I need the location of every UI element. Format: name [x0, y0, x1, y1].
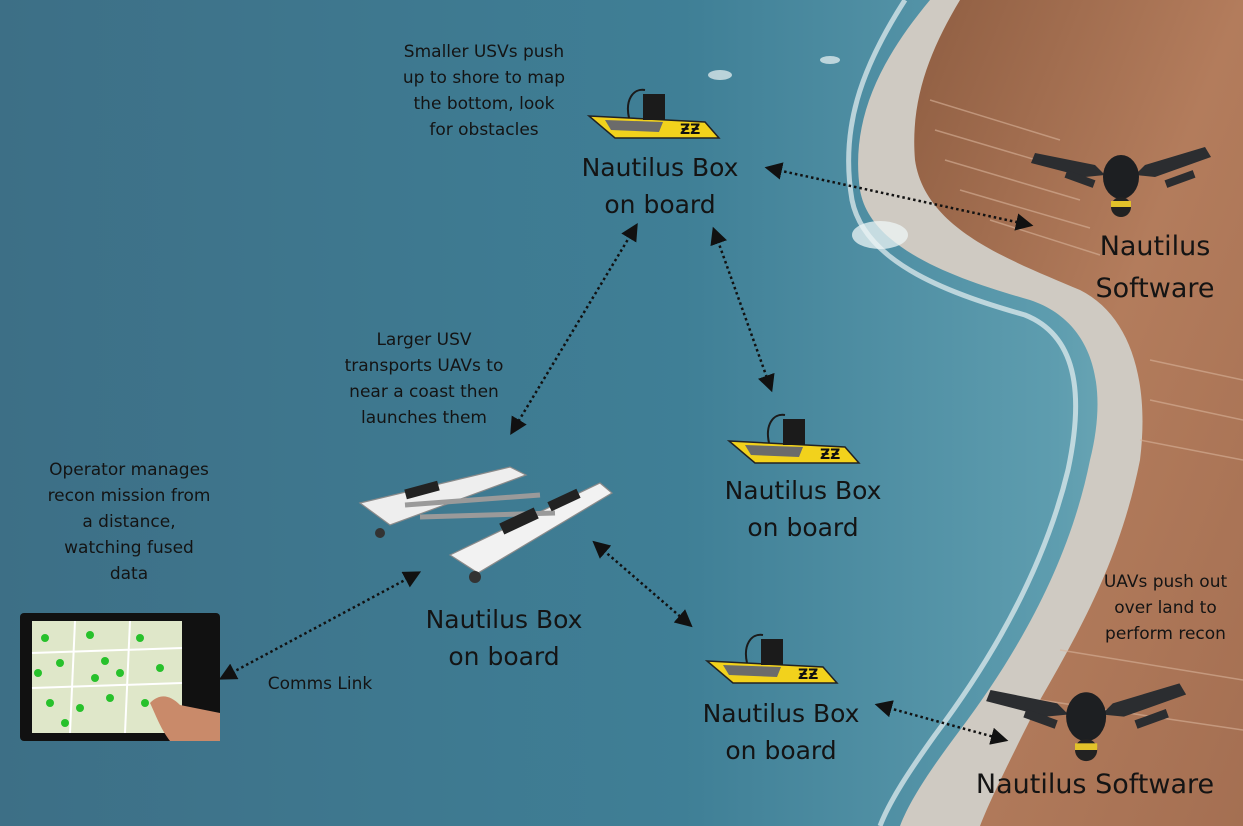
- box-mid-label: Nautilus Box on board: [703, 472, 903, 546]
- box-top-label: Nautilus Box on board: [560, 149, 760, 223]
- caption-line: over land to: [1114, 598, 1217, 618]
- label-line: Nautilus Box: [581, 153, 739, 182]
- caption-line: data: [109, 564, 149, 584]
- small-usv-boat-icon: ƵƵ: [586, 88, 721, 139]
- label-line: Nautilus Box: [724, 476, 882, 505]
- svg-text:ƵƵ: ƵƵ: [820, 447, 840, 463]
- larger-usv-caption: Larger USV transports UAVs to near a coa…: [328, 327, 520, 431]
- label-line: on board: [448, 642, 560, 671]
- label-line: Software: [1095, 273, 1215, 304]
- svg-text:ƵƵ: ƵƵ: [680, 122, 700, 138]
- link-box-top-to-catamaran: [510, 223, 638, 435]
- caption-line: for obstacles: [429, 120, 539, 140]
- caption-line: Larger USV: [376, 330, 472, 350]
- svg-text:ƵƵ: ƵƵ: [798, 667, 818, 683]
- box-catamaran-label: Nautilus Box on board: [404, 601, 604, 675]
- small-usv-boat-icon: ƵƵ: [704, 633, 839, 684]
- caption-line: launches them: [361, 408, 487, 428]
- label-line: on board: [747, 513, 859, 542]
- software-bottom-label: Nautilus Software: [975, 769, 1215, 800]
- caption-line: near a coast then: [349, 382, 499, 402]
- caption-line: perform recon: [1105, 624, 1226, 644]
- caption-line: Smaller USVs push: [403, 42, 565, 62]
- caption-line: UAVs push out: [1103, 572, 1228, 592]
- operator-caption: Operator manages recon mission from a di…: [24, 457, 234, 587]
- software-top-label: Nautilus Software: [1080, 226, 1230, 310]
- quadcopter-drone-icon: [1031, 147, 1211, 217]
- small-usv-boat-icon: ƵƵ: [726, 413, 861, 464]
- uav-push-caption: UAVs push out over land to perform recon: [1088, 569, 1243, 647]
- label-line: on board: [725, 736, 837, 765]
- caption-line: Operator manages: [49, 460, 209, 480]
- caption-line: transports UAVs to: [344, 356, 504, 376]
- caption-line: up to shore to map: [402, 68, 566, 88]
- link-catamaran-to-operator: [218, 571, 422, 680]
- label-line: Nautilus Box: [425, 605, 583, 634]
- caption-line: a distance,: [82, 512, 176, 532]
- comms-link-label: Comms Link: [267, 674, 373, 694]
- link-box-top-to-software-top: [764, 162, 1034, 231]
- smaller-usv-caption: Smaller USVs push up to shore to map the…: [386, 39, 582, 143]
- box-bottom-label: Nautilus Box on board: [681, 695, 881, 769]
- caption-line: watching fused: [64, 538, 194, 558]
- link-catamaran-to-box-bottom: [592, 540, 693, 628]
- quadcopter-drone-icon: [986, 683, 1187, 762]
- link-box-top-to-box-mid: [710, 226, 775, 393]
- label-line: Nautilus: [1099, 231, 1211, 262]
- tablet-map-icon: [20, 613, 220, 741]
- label-line: Nautilus Box: [702, 699, 860, 728]
- label-line: on board: [604, 190, 716, 219]
- catamaran-usv-icon: [358, 466, 614, 583]
- caption-line: the bottom, look: [413, 94, 555, 114]
- caption-line: recon mission from: [47, 486, 211, 506]
